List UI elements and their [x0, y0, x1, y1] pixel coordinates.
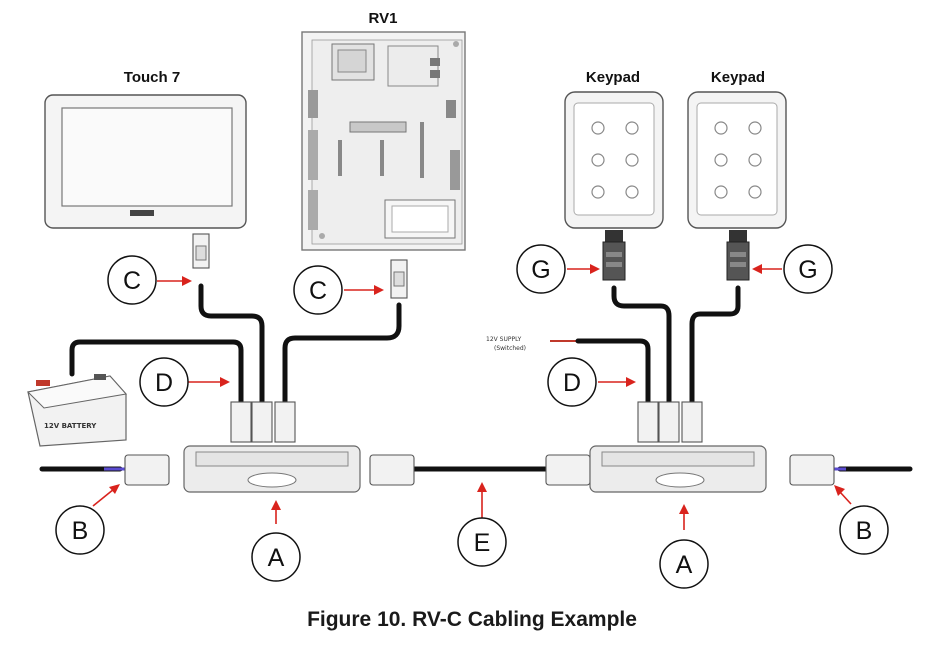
supply-label-line1: 12V SUPPLY [486, 336, 522, 343]
hub-left [183, 445, 361, 493]
keypad-left [564, 91, 664, 229]
connector-plugs [124, 230, 835, 486]
callout-d-right-label: D [563, 369, 581, 397]
callout-g-right-label: G [798, 256, 817, 284]
supply-label: 12V SUPPLY (Switched) [486, 336, 578, 352]
callout-c-left: C [107, 255, 157, 305]
callout-g-left-label: G [531, 256, 550, 284]
callout-b-right: B [839, 505, 889, 555]
callout-arrows [92, 264, 852, 530]
touch7-title: Touch 7 [124, 69, 180, 86]
rv1-controller-board [301, 31, 466, 251]
touch7-display [44, 94, 247, 229]
callout-a-right: A [659, 539, 709, 589]
keypad-right-title: Keypad [711, 69, 765, 86]
callout-b-left-label: B [72, 517, 89, 545]
callout-e: E [457, 517, 507, 567]
callout-d-right: D [547, 357, 597, 407]
callout-a-right-label: A [676, 551, 693, 579]
callout-e-label: E [474, 529, 491, 557]
keypad-left-title: Keypad [586, 69, 640, 86]
callout-b-right-label: B [856, 517, 873, 545]
keypad-right [687, 91, 787, 229]
supply-label-line2: (Switched) [494, 345, 526, 352]
callout-a-left: A [251, 532, 301, 582]
callout-g-right: G [783, 244, 833, 294]
callout-b-left: B [55, 505, 105, 555]
figure-caption: Figure 10. RV-C Cabling Example [307, 608, 637, 631]
rv1-title: RV1 [369, 10, 398, 27]
battery-label: 12V BATTERY [44, 422, 97, 430]
callout-d-left-label: D [155, 369, 173, 397]
cables [39, 283, 913, 472]
hub-right [589, 445, 767, 493]
callout-g-left: G [516, 244, 566, 294]
battery-12v: 12V BATTERY [26, 374, 127, 447]
callout-c-right-label: C [309, 277, 327, 305]
callout-c-left-label: C [123, 267, 141, 295]
callout-d-left: D [139, 357, 189, 407]
callout-c-right: C [293, 265, 343, 315]
callout-a-left-label: A [268, 544, 285, 572]
